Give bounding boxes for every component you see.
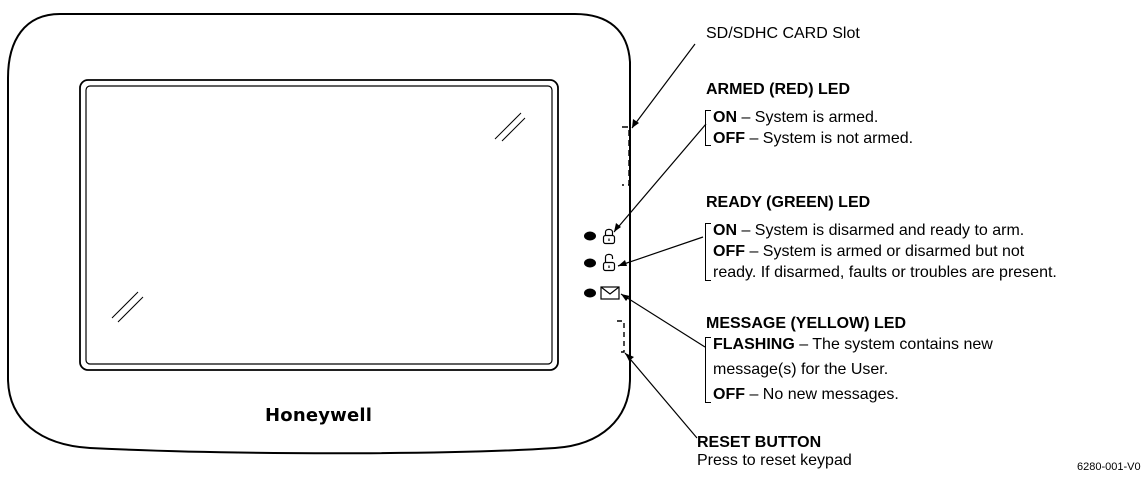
figure-code: 6280-001-V0 <box>1077 461 1141 473</box>
message-off-key: OFF <box>713 386 745 403</box>
reset-button <box>617 320 625 353</box>
armed-bracket <box>705 110 711 146</box>
ready-leader <box>617 236 704 267</box>
message-led-title: MESSAGE (YELLOW) LED <box>706 315 906 332</box>
armed-led <box>584 231 596 241</box>
message-off-text: – No new messages. <box>745 386 899 403</box>
ready-bracket <box>705 223 711 281</box>
message-leader <box>620 293 706 348</box>
armed-leader <box>613 123 707 233</box>
sd-leader <box>631 43 696 129</box>
envelope-icon <box>600 286 620 300</box>
leader-arrowheads <box>614 119 639 361</box>
lock-closed-icon <box>602 228 616 245</box>
lock-open-icon <box>602 253 616 272</box>
message-flashing-text: – The system contains new <box>794 336 993 353</box>
ready-off-line: OFF – System is armed or disarmed but no… <box>713 242 1024 261</box>
ready-led-title: READY (GREEN) LED <box>706 194 871 211</box>
reset-button-text: Press to reset keypad <box>697 452 852 469</box>
armed-off-text: – System is not armed. <box>745 130 914 147</box>
armed-off-line: OFF – System is not armed. <box>713 129 913 148</box>
reset-button-title: RESET BUTTON <box>697 434 822 451</box>
message-flashing-line: FLASHING – The system contains new <box>713 335 993 354</box>
screen-glare-top <box>494 112 526 142</box>
message-off-line: OFF – No new messages. <box>713 385 899 404</box>
ready-on-text: – System is disarmed and ready to arm. <box>737 222 1025 239</box>
reset-leader <box>624 352 698 439</box>
sd-card-slot <box>622 126 630 186</box>
ready-off-line-2: ready. If disarmed, faults or troubles a… <box>713 264 1057 281</box>
touch-screen-outer <box>79 79 559 371</box>
message-flashing-line-2: message(s) for the User. <box>713 361 889 378</box>
armed-on-key: ON <box>713 109 737 126</box>
ready-off-text: – System is armed or disarmed but not <box>745 243 1025 260</box>
ready-on-key: ON <box>713 222 737 239</box>
screen-glare-bottom <box>111 291 144 323</box>
armed-on-text: – System is armed. <box>737 109 879 126</box>
leader-lines <box>613 43 707 439</box>
ready-led <box>584 258 596 268</box>
message-flashing-key: FLASHING <box>713 336 795 353</box>
sd-slot-label: SD/SDHC CARD Slot <box>706 25 860 42</box>
ready-off-key: OFF <box>713 243 745 260</box>
message-bracket <box>705 337 711 403</box>
brand-logo: Honeywell <box>265 405 373 426</box>
armed-led-title: ARMED (RED) LED <box>706 81 850 98</box>
armed-on-line: ON – System is armed. <box>713 108 878 127</box>
message-led <box>584 288 596 298</box>
touch-screen-inner <box>85 85 553 365</box>
armed-off-key: OFF <box>713 130 745 147</box>
ready-on-line: ON – System is disarmed and ready to arm… <box>713 221 1024 240</box>
